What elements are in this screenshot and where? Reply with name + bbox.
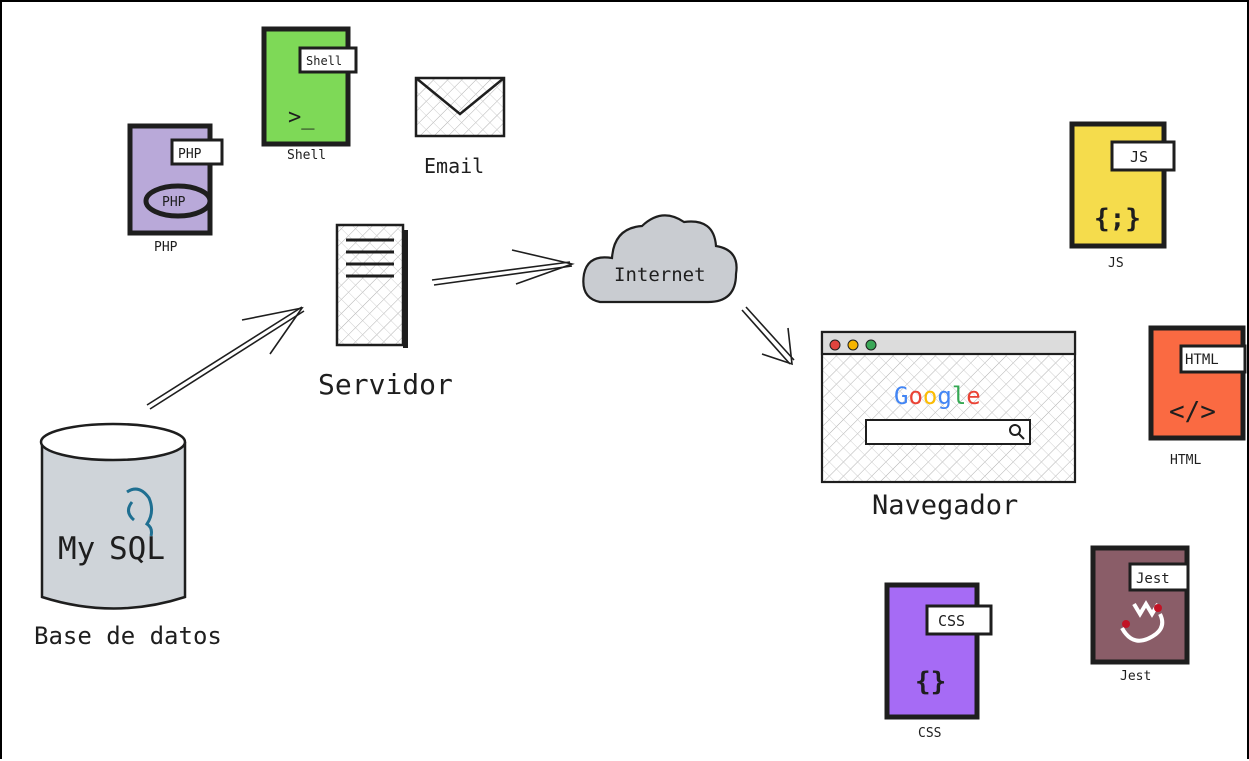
database-cylinder — [39, 422, 187, 610]
email-label: Email — [424, 154, 485, 178]
php-file-icon — [127, 123, 224, 236]
server-label: Servidor — [318, 368, 453, 401]
jest-label: Jest — [1120, 669, 1152, 684]
html-file-icon — [1148, 325, 1247, 441]
css-glyph: {} — [915, 667, 946, 697]
arrow-db-to-server — [146, 306, 305, 410]
google-logo: Google — [894, 382, 981, 410]
shell-tag: Shell — [306, 54, 342, 68]
email-icon — [414, 76, 506, 138]
html-glyph: </> — [1169, 397, 1216, 427]
html-tag: HTML — [1185, 352, 1219, 368]
mysql-logo-my: My — [58, 531, 95, 567]
jest-tag: Jest — [1136, 571, 1170, 587]
database-label: Base de datos — [34, 622, 222, 650]
js-glyph: {;} — [1094, 204, 1141, 234]
js-label: JS — [1108, 256, 1124, 271]
arrow-server-to-internet — [431, 249, 575, 286]
internet-label: Internet — [614, 264, 706, 286]
internet-cloud-icon — [582, 214, 738, 304]
browser-label: Navegador — [872, 490, 1019, 521]
arrow-internet-to-browser — [741, 306, 795, 366]
browser-window — [820, 330, 1077, 484]
html-label: HTML — [1170, 453, 1202, 468]
js-file-icon — [1069, 121, 1176, 249]
jest-file-icon — [1090, 545, 1190, 665]
server-icon — [335, 223, 408, 348]
shell-label: Shell — [287, 148, 327, 163]
php-label: PHP — [154, 240, 178, 255]
js-tag: JS — [1130, 148, 1148, 166]
css-file-icon — [884, 582, 993, 720]
php-tag: PHP — [178, 147, 202, 162]
css-label: CSS — [918, 726, 942, 741]
php-badge: PHP — [162, 195, 186, 210]
shell-glyph: >_ — [288, 105, 315, 130]
shell-file-icon — [261, 26, 358, 147]
mysql-logo-sql: SQL — [109, 531, 165, 567]
css-tag: CSS — [938, 612, 965, 630]
